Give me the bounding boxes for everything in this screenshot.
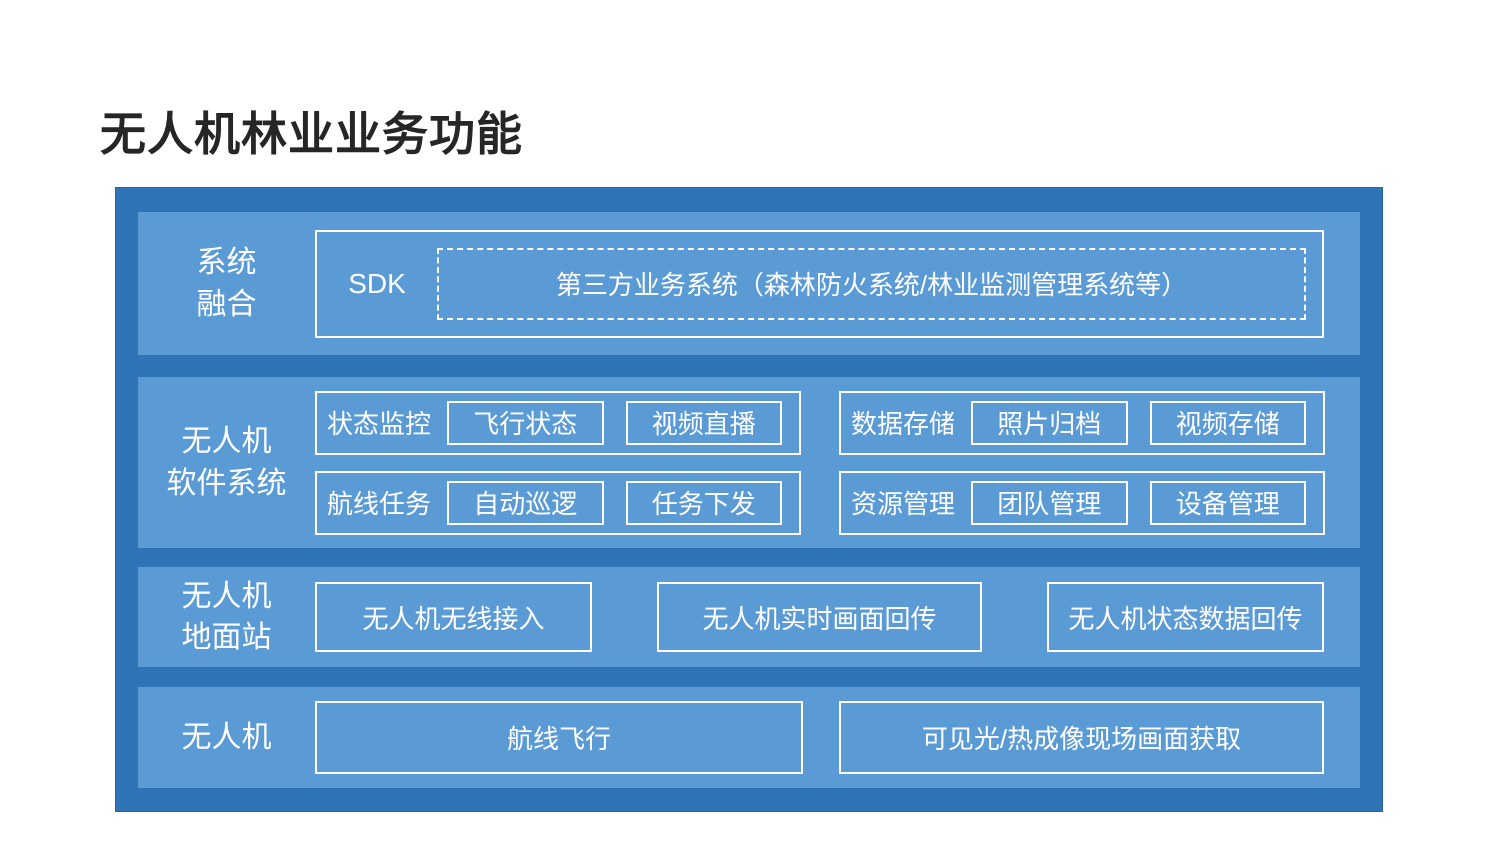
group-resource-management: 资源管理 团队管理 设备管理	[839, 470, 1325, 535]
group-item: 视频存储	[1149, 400, 1306, 445]
box-realtime-video-return: 无人机实时画面回传	[657, 582, 982, 652]
group-item: 设备管理	[1149, 480, 1306, 525]
group-route-tasks: 航线任务 自动巡逻 任务下发	[315, 470, 801, 535]
row-label-drone-software-system: 无人机 软件系统	[138, 377, 315, 548]
software-left-column: 状态监控 飞行状态 视频直播 航线任务 自动巡逻 任务下发	[315, 390, 801, 535]
group-item: 自动巡逻	[447, 480, 604, 525]
group-label: 资源管理	[850, 489, 955, 519]
row-label-line: 系统	[196, 246, 257, 280]
row-content-drone-software-system: 状态监控 飞行状态 视频直播 航线任务 自动巡逻 任务下发 数据存储 照片归档 …	[315, 377, 1360, 548]
row-drone-ground-station: 无人机 地面站 无人机无线接入 无人机实时画面回传 无人机状态数据回传	[138, 567, 1360, 667]
group-item: 任务下发	[625, 480, 782, 525]
row-label-line: 软件系统	[166, 466, 287, 500]
row-label-line: 无人机	[181, 579, 272, 613]
group-item: 团队管理	[971, 480, 1128, 525]
row-label-drone: 无人机	[138, 687, 315, 788]
group-item: 照片归档	[971, 400, 1128, 445]
sdk-box: SDK 第三方业务系统（森林防火系统/林业监测管理系统等）	[315, 229, 1324, 338]
row-system-integration: 系统 融合 SDK 第三方业务系统（森林防火系统/林业监测管理系统等）	[138, 212, 1360, 355]
box-status-data-return: 无人机状态数据回传	[1047, 582, 1324, 652]
row-content-drone: 航线飞行 可见光/热成像现场画面获取	[315, 687, 1360, 788]
group-label: 航线任务	[326, 489, 431, 519]
row-content-drone-ground-station: 无人机无线接入 无人机实时画面回传 无人机状态数据回传	[315, 567, 1360, 667]
row-drone-software-system: 无人机 软件系统 状态监控 飞行状态 视频直播 航线任务 自动巡逻 任务下发	[138, 377, 1360, 548]
box-wireless-access: 无人机无线接入	[315, 582, 592, 652]
box-visible-thermal-capture: 可见光/热成像现场画面获取	[839, 701, 1324, 774]
row-drone: 无人机 航线飞行 可见光/热成像现场画面获取	[138, 687, 1360, 788]
row-label-line: 无人机	[181, 720, 272, 754]
group-item: 视频直播	[625, 400, 782, 445]
row-label-line: 地面站	[181, 621, 272, 654]
group-item: 飞行状态	[447, 400, 604, 445]
architecture-diagram: 系统 融合 SDK 第三方业务系统（森林防火系统/林业监测管理系统等） 无人机 …	[115, 187, 1383, 812]
group-label: 数据存储	[850, 409, 955, 439]
sdk-label: SDK	[348, 267, 406, 299]
row-label-line: 融合	[196, 287, 257, 321]
row-content-system-integration: SDK 第三方业务系统（森林防火系统/林业监测管理系统等）	[315, 212, 1360, 355]
box-route-flight: 航线飞行	[315, 701, 803, 774]
row-label-line: 无人机	[181, 425, 272, 459]
group-data-storage: 数据存储 照片归档 视频存储	[839, 390, 1325, 455]
page-title: 无人机林业业务功能	[100, 108, 523, 160]
group-label: 状态监控	[326, 409, 431, 439]
row-label-drone-ground-station: 无人机 地面站	[138, 567, 315, 667]
row-label-system-integration: 系统 融合	[138, 212, 315, 355]
group-status-monitoring: 状态监控 飞行状态 视频直播	[315, 390, 801, 455]
software-right-column: 数据存储 照片归档 视频存储 资源管理 团队管理 设备管理	[839, 390, 1325, 535]
third-party-system-box: 第三方业务系统（森林防火系统/林业监测管理系统等）	[437, 247, 1306, 320]
